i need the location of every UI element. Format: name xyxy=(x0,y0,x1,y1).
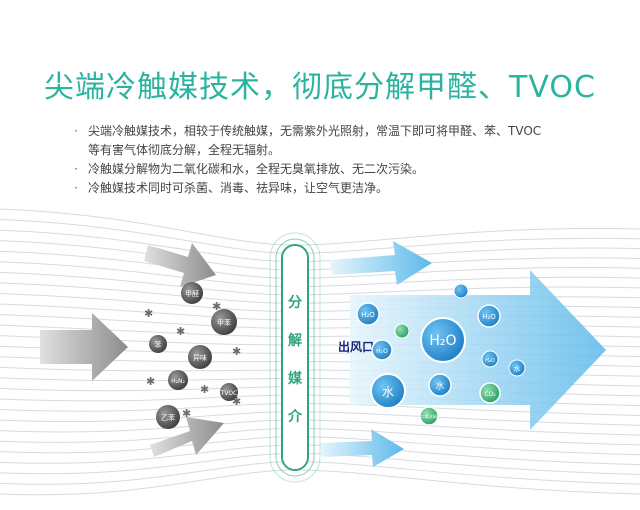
pollutant-label: 苯 xyxy=(155,340,162,349)
clean-molecule: H₂O xyxy=(356,302,380,326)
filter-label: 解 xyxy=(288,332,302,349)
molecule-label: H₂O xyxy=(429,333,456,349)
pollutant-molecule: H₂N₂ xyxy=(168,370,188,390)
filter-medium xyxy=(269,232,321,483)
feature-text: 冷触媒分解物为二氧化碳和水，全程无臭氧排放、无二次污染。 xyxy=(88,162,425,176)
star-icon: ✱ xyxy=(232,395,241,408)
pollutant-arrow-icon xyxy=(144,243,216,287)
molecule-label: CO₂ xyxy=(484,391,496,398)
inflow-arrow-icon xyxy=(40,313,128,381)
clean-molecule: 水 xyxy=(428,373,452,397)
feature-text: 冷触媒技术同时可杀菌、消毒、祛异味，让空气更洁净。 xyxy=(88,181,389,195)
airflow-diagram: 分 解 媒 介 出风口 ✱ ✱ ✱ ✱ ✱ ✱ ✱ ✱ 甲醛 甲苯 苯 xyxy=(0,205,640,510)
clean-molecule: H₂O xyxy=(371,339,393,361)
clean-air-arrow-icon xyxy=(330,241,432,285)
clean-molecule xyxy=(394,323,410,339)
pollutant-molecule: 乙苯 xyxy=(156,405,180,429)
pollutant-particles: ✱ ✱ ✱ ✱ ✱ ✱ ✱ ✱ xyxy=(144,300,241,420)
pollutant-label: 异味 xyxy=(193,353,207,362)
star-icon: ✱ xyxy=(176,325,185,338)
pollutant-molecule: 甲醛 xyxy=(181,282,203,304)
molecule-label: H₂O xyxy=(482,313,496,321)
molecule-label: 水 xyxy=(382,385,394,399)
molecule-label: H₂O xyxy=(376,348,388,355)
filter-label: 媒 xyxy=(287,370,303,387)
star-icon: ✱ xyxy=(146,375,155,388)
pollutant-arrow-icon xyxy=(150,417,224,457)
pollutant-label: TVOC xyxy=(220,390,238,397)
clean-molecule: H₂O xyxy=(420,317,466,363)
star-icon: ✱ xyxy=(212,300,221,313)
clean-air-arrow-icon xyxy=(320,429,404,467)
feature-item: 冷触媒技术同时可杀菌、消毒、祛异味，让空气更洁净。 xyxy=(74,179,614,198)
pollutant-molecule: 异味 xyxy=(188,345,212,369)
molecule-label: 水 xyxy=(514,364,521,373)
page-title: 尖端冷触媒技术，彻底分解甲醛、TVOC xyxy=(44,70,596,105)
star-icon: ✱ xyxy=(182,407,191,420)
feature-list: 尖端冷触媒技术，相较于传统触媒，无需紫外光照射，常温下即可将甲醛、苯、TVOC … xyxy=(74,122,614,198)
clean-molecule: 水 xyxy=(370,373,406,409)
pollutant-molecule: TVOC xyxy=(220,383,238,401)
clean-molecule: 水 xyxy=(508,359,526,377)
feature-text: 尖端冷触媒技术，相较于传统触媒，无需紫外光照射，常温下即可将甲醛、苯、TVOC xyxy=(88,124,542,138)
pollutant-molecule: 甲苯 xyxy=(211,309,237,335)
pollutant-label: 乙苯 xyxy=(161,413,175,422)
molecule-label: H₂O xyxy=(485,358,495,364)
outlet-label: 出风口 xyxy=(338,339,374,354)
pollutant-molecule: 苯 xyxy=(149,335,167,353)
clean-molecule xyxy=(453,283,469,299)
clean-molecule: H₂O xyxy=(481,350,499,368)
molecule-label: 水 xyxy=(435,380,444,392)
outflow-arrow-icon xyxy=(350,270,606,430)
filter-label: 介 xyxy=(287,408,303,425)
pollutant-label: 甲苯 xyxy=(217,318,231,327)
pollutant-label: 甲醛 xyxy=(185,289,199,298)
clean-molecule: H₂O xyxy=(477,304,501,328)
filter-label: 分 xyxy=(288,295,302,311)
pollutant-label: H₂N₂ xyxy=(171,378,185,385)
molecule-label: 二氧化碳 xyxy=(421,413,437,419)
star-icon: ✱ xyxy=(232,345,241,358)
star-icon: ✱ xyxy=(200,383,209,396)
feature-item: 尖端冷触媒技术，相较于传统触媒，无需紫外光照射，常温下即可将甲醛、苯、TVOC … xyxy=(74,122,614,160)
clean-molecule: 二氧化碳 xyxy=(419,406,439,426)
clean-molecule: CO₂ xyxy=(479,382,501,404)
star-icon: ✱ xyxy=(144,307,153,320)
feature-text: 等有害气体彻底分解，全程无辐射。 xyxy=(88,143,281,157)
feature-item: 冷触媒分解物为二氧化碳和水，全程无臭氧排放、无二次污染。 xyxy=(74,160,614,179)
airflow-illustration: 分 解 媒 介 出风口 ✱ ✱ ✱ ✱ ✱ ✱ ✱ ✱ 甲醛 甲苯 苯 xyxy=(0,208,640,496)
molecule-label: H₂O xyxy=(361,311,375,319)
